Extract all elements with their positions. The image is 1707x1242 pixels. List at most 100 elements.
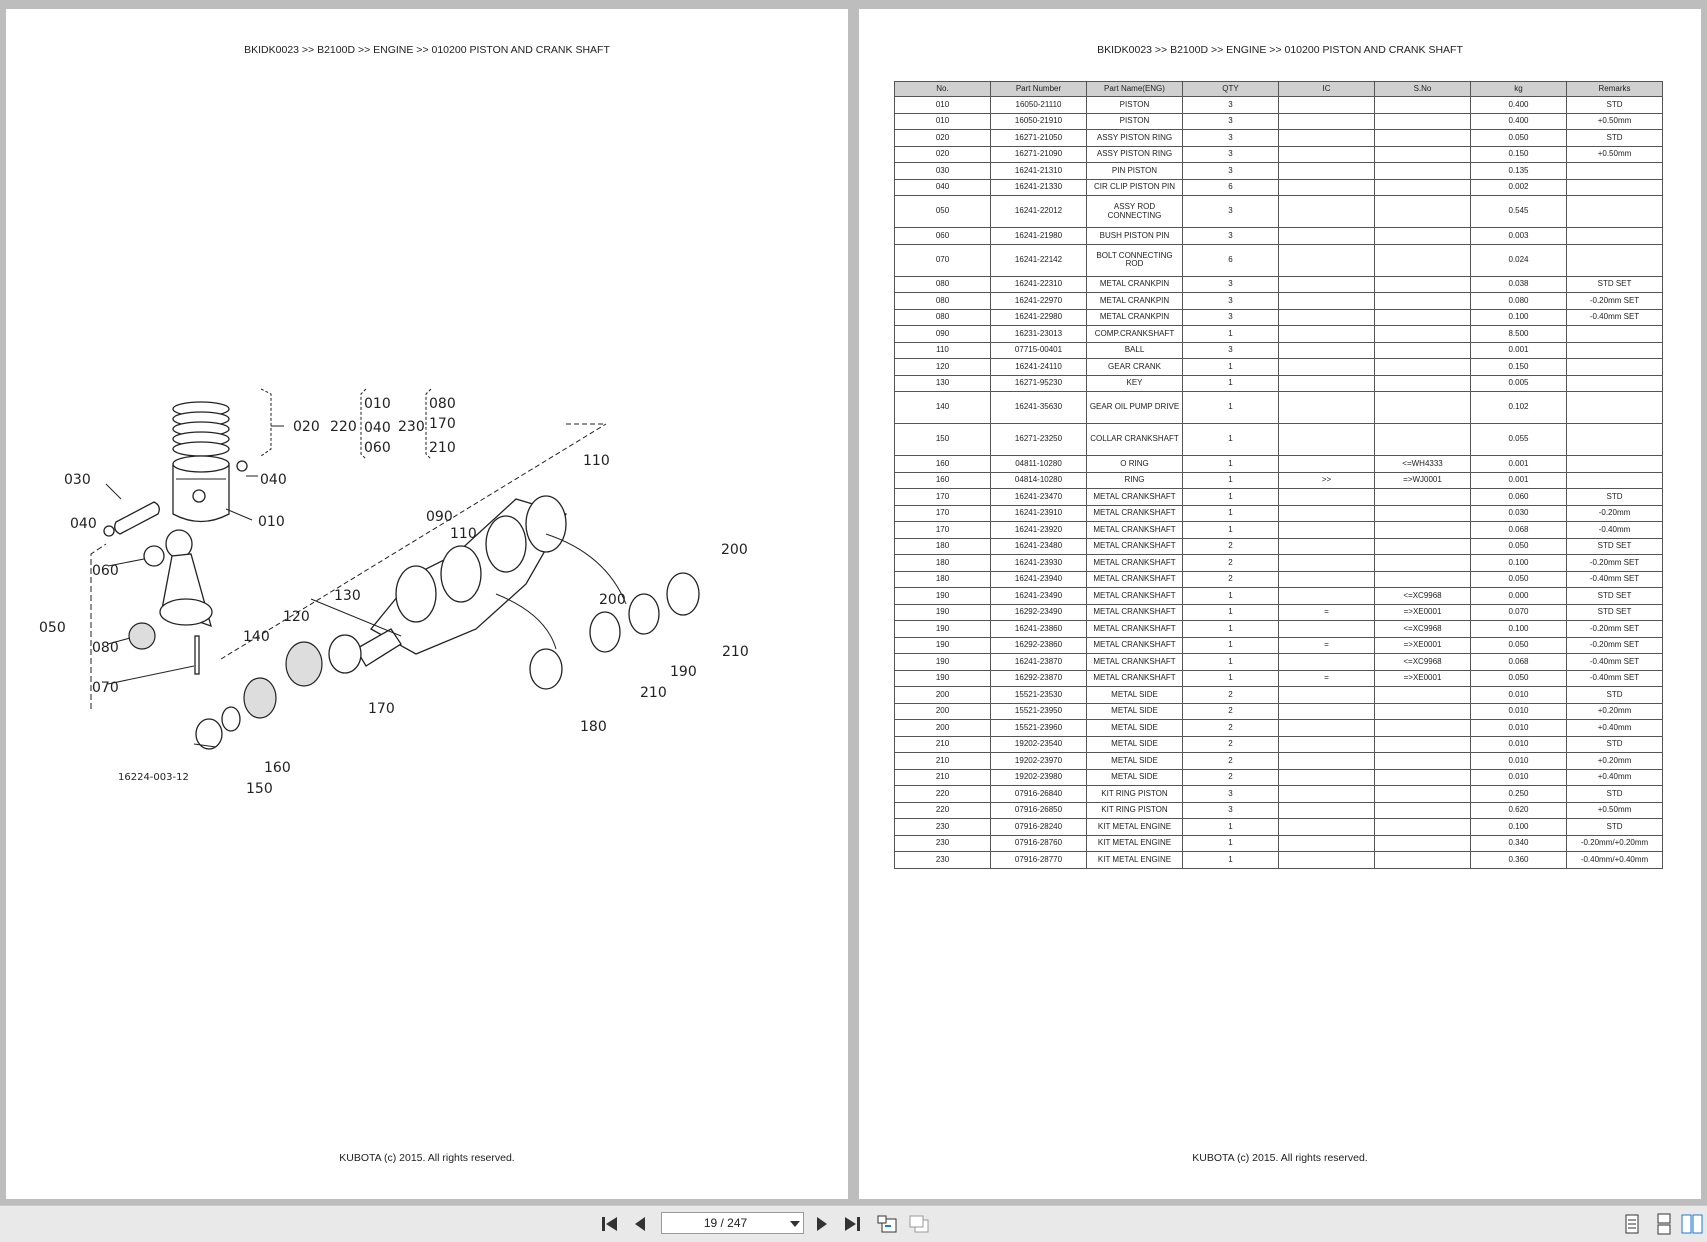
table-cell: 060 (894, 227, 991, 245)
single-page-view-icon[interactable] (1620, 1212, 1644, 1236)
table-cell: 110 (894, 341, 991, 359)
table-cell (1278, 768, 1375, 786)
table-cell: METAL CRANKSHAFT (1086, 537, 1183, 555)
next-page-icon[interactable] (810, 1212, 834, 1236)
table-cell: 0.150 (1470, 145, 1567, 163)
table-cell: 1 (1182, 325, 1279, 343)
table-cell (1278, 129, 1375, 147)
table-cell: 07715-00401 (990, 341, 1087, 359)
callout-120: 120 (283, 609, 310, 625)
piston-pin-drawing (114, 501, 160, 535)
fit-width-icon[interactable] (907, 1212, 931, 1236)
table-cell: ASSY ROD CONNECTING (1086, 195, 1183, 228)
table-cell: 16271-95230 (990, 374, 1087, 392)
continuous-view-icon[interactable] (1652, 1212, 1676, 1236)
table-cell: 040 (894, 178, 991, 196)
table-cell (1566, 455, 1663, 473)
table-cell: 1 (1182, 653, 1279, 671)
table-cell: = (1278, 669, 1375, 687)
table-cell (1278, 308, 1375, 326)
table-cell: 15521-23960 (990, 719, 1087, 737)
table-cell (1278, 178, 1375, 196)
table-cell: 16241-24110 (990, 358, 1087, 376)
table-cell: 16241-21980 (990, 227, 1087, 245)
last-page-icon[interactable] (840, 1212, 864, 1236)
bearing-180-drawing (529, 648, 563, 690)
diagram-svg: 020 030 040 040 010 060 050 080 070 090 … (39, 388, 749, 797)
table-cell: 3 (1182, 112, 1279, 130)
table-cell: METAL CRANKPIN (1086, 275, 1183, 293)
fit-page-icon[interactable] (875, 1212, 899, 1236)
callout-130: 130 (334, 588, 361, 604)
table-cell (1278, 243, 1375, 277)
table-cell: 04814-10280 (990, 471, 1087, 489)
two-page-view-icon[interactable] (1680, 1212, 1704, 1236)
table-cell: 16241-23910 (990, 504, 1087, 522)
table-cell (1278, 570, 1375, 588)
table-cell (1278, 785, 1375, 803)
table-cell: STD (1566, 129, 1663, 147)
table-cell: 0.000 (1470, 587, 1567, 605)
table-cell (1374, 504, 1471, 522)
table-cell: >> (1278, 471, 1375, 489)
table-cell (1374, 292, 1471, 310)
table-cell (1566, 358, 1663, 376)
chevron-down-icon[interactable] (789, 1218, 801, 1230)
table-cell: METAL SIDE (1086, 702, 1183, 720)
table-cell (1278, 752, 1375, 770)
table-cell: =>XE0001 (1374, 603, 1471, 621)
first-page-icon[interactable] (598, 1212, 622, 1236)
table-cell (1374, 112, 1471, 130)
callout-030: 030 (64, 472, 91, 488)
table-cell: 04811-10280 (990, 455, 1087, 473)
table-cell: 1 (1182, 455, 1279, 473)
table-cell (1278, 391, 1375, 424)
table-cell: CIR CLIP PISTON PIN (1086, 178, 1183, 196)
table-cell: PIN PISTON (1086, 162, 1183, 180)
previous-page-icon[interactable] (628, 1212, 652, 1236)
table-cell: 0.038 (1470, 275, 1567, 293)
table-cell (1374, 801, 1471, 819)
table-cell (1374, 178, 1471, 196)
table-cell: PISTON (1086, 112, 1183, 130)
table-cell: 170 (894, 488, 991, 506)
page-number-input[interactable]: 19 / 247 (661, 1212, 804, 1234)
table-cell: 3 (1182, 292, 1279, 310)
table-cell: 3 (1182, 308, 1279, 326)
table-cell: 050 (894, 195, 991, 228)
table-cell: -0.20mm (1566, 504, 1663, 522)
table-cell: 1 (1182, 620, 1279, 638)
table-cell: 0.003 (1470, 227, 1567, 245)
table-cell: 16241-35630 (990, 391, 1087, 424)
table-cell: STD SET (1566, 537, 1663, 555)
table-cell (1278, 686, 1375, 704)
table-cell: 0.024 (1470, 243, 1567, 277)
table-cell (1374, 702, 1471, 720)
table-cell: STD (1566, 785, 1663, 803)
table-cell: O RING (1086, 455, 1183, 473)
table-cell: 3 (1182, 227, 1279, 245)
table-cell: 16241-23920 (990, 521, 1087, 539)
table-cell: 16271-21090 (990, 145, 1087, 163)
table-cell (1374, 308, 1471, 326)
table-cell (1374, 423, 1471, 456)
page-footer: KUBOTA (c) 2015. All rights reserved. (1192, 1152, 1368, 1164)
table-cell: 3 (1182, 341, 1279, 359)
callout-070: 070 (92, 680, 119, 696)
table-cell: 0.060 (1470, 488, 1567, 506)
table-cell (1278, 521, 1375, 539)
callout-010: 010 (258, 514, 285, 530)
table-cell: 16292-23870 (990, 669, 1087, 687)
table-cell: 3 (1182, 785, 1279, 803)
callout-180: 180 (580, 719, 607, 735)
page-header: BKIDK0023 >> B2100D >> ENGINE >> 010200 … (244, 44, 610, 56)
callout-090: 090 (426, 509, 453, 525)
